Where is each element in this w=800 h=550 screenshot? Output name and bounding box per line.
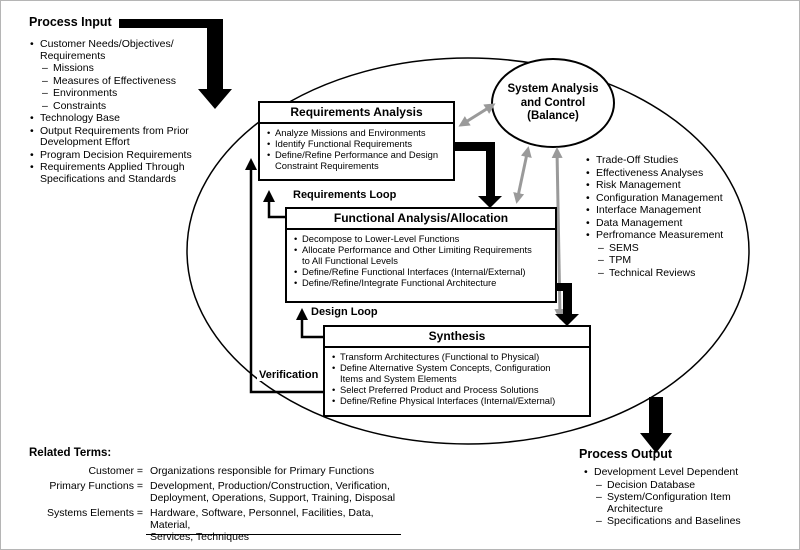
list-item: Define/Refine Functional Interfaces (Int…	[293, 266, 551, 277]
process-output-list: Development Level Dependent Decision Dat…	[583, 466, 758, 529]
list-item: Technical Reviews	[585, 267, 750, 280]
term-label: Systems Elements =	[47, 507, 143, 519]
list-item: Perfromance Measurement	[585, 229, 750, 242]
list-item: Data Management	[585, 217, 750, 230]
process-input-title: Process Input	[29, 15, 112, 29]
list-item: Environments	[29, 87, 199, 100]
list-item: Trade-Off Studies	[585, 154, 750, 167]
design-loop-arrow	[296, 308, 324, 339]
list-item: Define/Refine/Integrate Functional Archi…	[293, 277, 551, 288]
list-item: Specifications and Baselines	[583, 515, 758, 528]
list-item: Output Requirements from Prior Developme…	[29, 125, 199, 149]
list-item: Allocate Performance and Other Limiting …	[293, 244, 551, 266]
box-title: Synthesis	[325, 327, 589, 348]
list-item: Customer Needs/Objectives/ Requirements	[29, 38, 199, 62]
term-label: Customer =	[88, 465, 143, 477]
list-item: Requirements Applied Through Specificati…	[29, 161, 199, 185]
box-title: Requirements Analysis	[260, 103, 453, 124]
term-definition: Hardware, Software, Personnel, Facilitie…	[150, 507, 374, 543]
list-item: Missions	[29, 62, 199, 75]
verification-label: Verification	[257, 369, 321, 381]
control-activities-list: Trade-Off Studies Effectiveness Analyses…	[585, 154, 750, 280]
list-item: Analyze Missions and Environments	[266, 127, 449, 138]
list-item: System/Configuration Item Architecture	[583, 491, 758, 515]
list-item: Development Level Dependent	[583, 466, 758, 479]
requirements-loop-arrow	[263, 190, 285, 219]
requirements-loop-label: Requirements Loop	[291, 189, 399, 201]
list-item: SEMS	[585, 242, 750, 255]
list-item: Select Preferred Product and Process Sol…	[331, 384, 585, 395]
list-item: Technology Base	[29, 112, 199, 125]
related-terms-divider	[146, 534, 401, 535]
requirements-analysis-box: Requirements Analysis Analyze Missions a…	[258, 101, 455, 181]
related-terms-table: Customer = Organizations responsible for…	[29, 465, 412, 543]
list-item: Define Alternative System Concepts, Conf…	[331, 362, 585, 384]
functional-to-synthesis-arrow	[555, 283, 579, 326]
list-item: Configuration Management	[585, 192, 750, 205]
term-label: Primary Functions =	[49, 480, 143, 492]
list-item: TPM	[585, 254, 750, 267]
balance-ellipse-label: System Analysis and Control (Balance)	[507, 83, 599, 122]
list-item: Transform Architectures (Functional to P…	[331, 351, 585, 362]
balance-ellipse	[491, 58, 615, 148]
list-item: Constraints	[29, 100, 199, 113]
term-definition: Organizations responsible for Primary Fu…	[150, 465, 375, 477]
term-definition: Development, Production/Construction, Ve…	[150, 480, 396, 504]
list-item: Identify Functional Requirements	[266, 138, 449, 149]
requirements-to-functional-arrow	[455, 142, 502, 208]
process-input-arrow	[119, 19, 232, 109]
list-item: Measures of Effectiveness	[29, 75, 199, 88]
balance-synthesis-arrow	[551, 147, 566, 320]
synthesis-box: Synthesis Transform Architectures (Funct…	[323, 325, 591, 417]
list-item: Define/Refine Physical Interfaces (Inter…	[331, 395, 585, 406]
design-loop-label: Design Loop	[309, 306, 380, 318]
list-item: Interface Management	[585, 204, 750, 217]
list-item: Program Decision Requirements	[29, 149, 199, 162]
balance-functional-arrow	[513, 146, 532, 204]
list-item: Risk Management	[585, 179, 750, 192]
balance-requirements-arrow	[458, 103, 496, 127]
process-output-title: Process Output	[579, 447, 673, 461]
process-input-list: Customer Needs/Objectives/ Requirements …	[29, 38, 199, 186]
list-item: Define/Refine Performance and Design Con…	[266, 149, 449, 171]
process-output-arrow	[640, 397, 672, 453]
related-terms-title: Related Terms:	[29, 447, 112, 459]
functional-analysis-box: Functional Analysis/Allocation Decompose…	[285, 207, 557, 303]
list-item: Effectiveness Analyses	[585, 167, 750, 180]
box-title: Functional Analysis/Allocation	[287, 209, 555, 230]
list-item: Decompose to Lower-Level Functions	[293, 233, 551, 244]
list-item: Decision Database	[583, 479, 758, 492]
verification-loop-arrow	[245, 158, 324, 394]
